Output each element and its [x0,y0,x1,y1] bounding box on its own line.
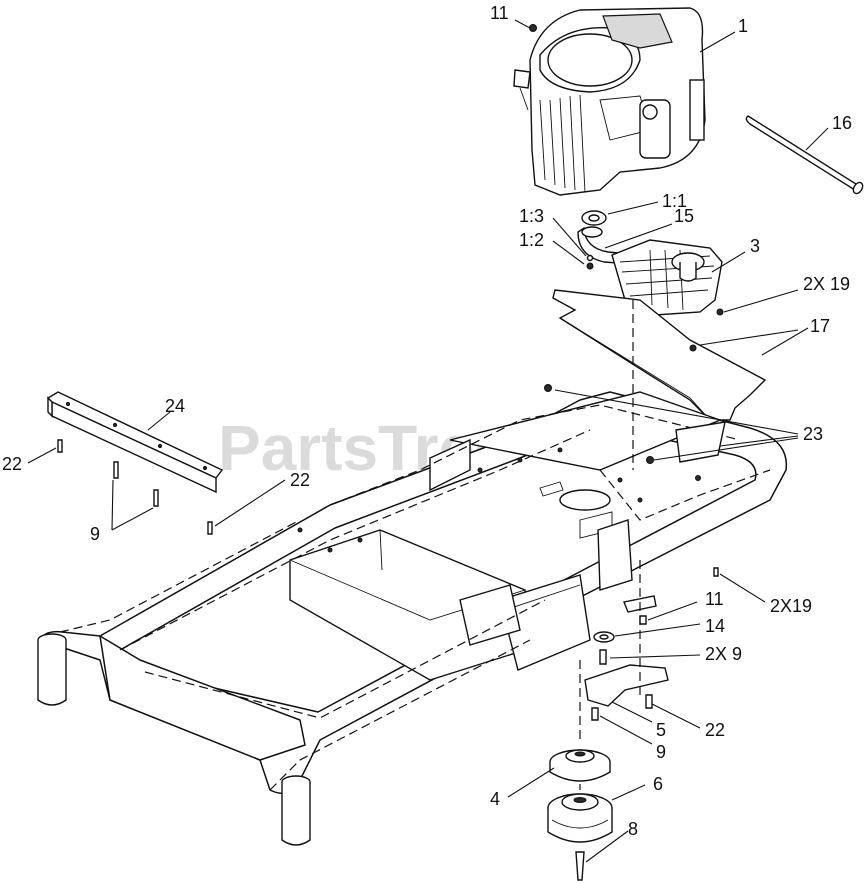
bolt-9-upper[interactable] [599,649,607,665]
callout-24: 24 [165,396,185,416]
callout-17: 17 [810,316,830,336]
bolt-22-left[interactable] [57,439,63,453]
bolt-23-b[interactable] [646,456,654,464]
bolt-1-2[interactable] [586,262,594,270]
heat-shield-17[interactable] [552,289,767,421]
callout-1-2: 1:2 [519,230,544,250]
callout-2x19-right: 2X19 [770,596,812,616]
callout-1-1: 1:1 [662,191,687,211]
pulley-4[interactable] [549,749,611,782]
bolt-23-c[interactable] [695,475,701,481]
washer-14[interactable] [593,631,615,643]
mower-frame[interactable] [37,391,788,846]
bracket-5[interactable] [584,664,669,707]
callout-11-top: 11 [490,3,509,23]
callout-11-right: 11 [705,589,724,609]
callout-2x19-top: 2X 19 [803,274,850,294]
callout-4: 4 [490,789,500,809]
callout-15: 15 [674,206,694,226]
bracket-23[interactable] [675,421,726,463]
muffler-3[interactable] [611,239,723,317]
callout-1-3: 1:3 [519,206,544,226]
callout-23: 23 [803,424,823,444]
callout-16: 16 [832,113,852,133]
bolts-9-left[interactable] [113,461,159,507]
callout-6: 6 [653,774,663,794]
callout-2x9: 2X 9 [705,644,742,664]
washer-1-3[interactable] [586,254,594,262]
callout-5: 5 [656,720,666,740]
bolt-9-lower[interactable] [591,707,599,721]
callout-9-left: 9 [90,524,100,544]
nut-11-right[interactable] [639,615,647,625]
bolt-22-mid[interactable] [207,521,213,535]
bolt-23-a[interactable] [544,384,552,392]
crossbar-24[interactable] [46,391,224,494]
gasket-1-1[interactable] [581,210,607,226]
callout-3: 3 [750,236,760,256]
callout-9-bottom: 9 [656,742,666,762]
callout-22-right: 22 [705,720,725,740]
leader-lines [27,19,829,863]
callout-14: 14 [705,616,725,636]
tube-16[interactable] [745,115,864,195]
screw-19-a[interactable] [689,344,697,352]
callout-8: 8 [628,819,638,839]
bolt-8[interactable] [575,851,585,881]
clutch-6[interactable] [547,793,613,843]
callout-22-left: 22 [2,454,22,474]
engine-assembly[interactable] [513,7,706,196]
screw-19-b[interactable] [716,308,724,316]
callout-1: 1 [738,16,748,36]
screw-19-right[interactable] [713,567,719,577]
callout-labels: 11 1 16 1:1 1:3 15 1:2 3 2X 19 17 24 23 … [2,3,852,839]
callout-22-mid: 22 [290,470,310,490]
bolt-22-right[interactable] [645,694,653,709]
nut-11-top[interactable] [529,24,537,32]
